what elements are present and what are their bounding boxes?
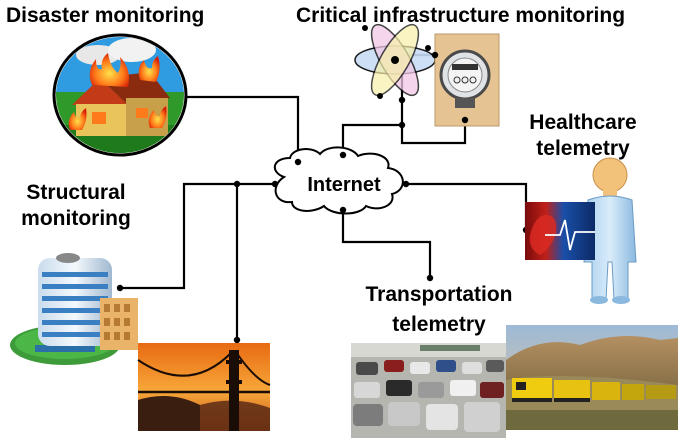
label-critical-infrastructure: Critical infrastructure monitoring: [296, 4, 626, 27]
freight-train-icon: [506, 325, 678, 430]
person-icon: [583, 157, 637, 304]
heart-monitor-icon: [525, 202, 595, 260]
label-structural-line2: monitoring: [21, 207, 131, 230]
label-healthcare-line2: telemetry: [536, 137, 630, 160]
junction-dots: [116, 51, 530, 344]
office-building-icon: [10, 253, 138, 365]
internet-label: Internet: [307, 174, 381, 196]
label-healthcare-telemetry: Healthcare telemetry: [528, 110, 638, 162]
golden-gate-bridge-icon: [137, 343, 271, 431]
wire-transport: [341, 210, 432, 278]
wire-disaster: [185, 95, 300, 162]
label-structural-monitoring: Structural monitoring: [20, 180, 132, 232]
electric-meter-icon: [434, 33, 500, 127]
highway-traffic-icon: [351, 343, 506, 438]
wire-meter: [400, 120, 467, 145]
atom-icon: [354, 23, 436, 99]
connection-lines: [120, 53, 528, 340]
wire-healthcare: [406, 182, 528, 230]
internet-cloud-icon: [274, 146, 404, 215]
label-transport-line2: telemetry: [392, 313, 486, 336]
label-disaster-monitoring: Disaster monitoring: [6, 4, 205, 27]
label-transportation-telemetry: Transportation telemetry: [356, 282, 522, 338]
burning-house-icon: [52, 33, 188, 157]
label-healthcare-line1: Healthcare: [529, 111, 637, 134]
label-transport-line1: Transportation: [365, 283, 513, 306]
label-structural-line1: Structural: [26, 181, 126, 204]
wire-structural: [120, 182, 275, 290]
